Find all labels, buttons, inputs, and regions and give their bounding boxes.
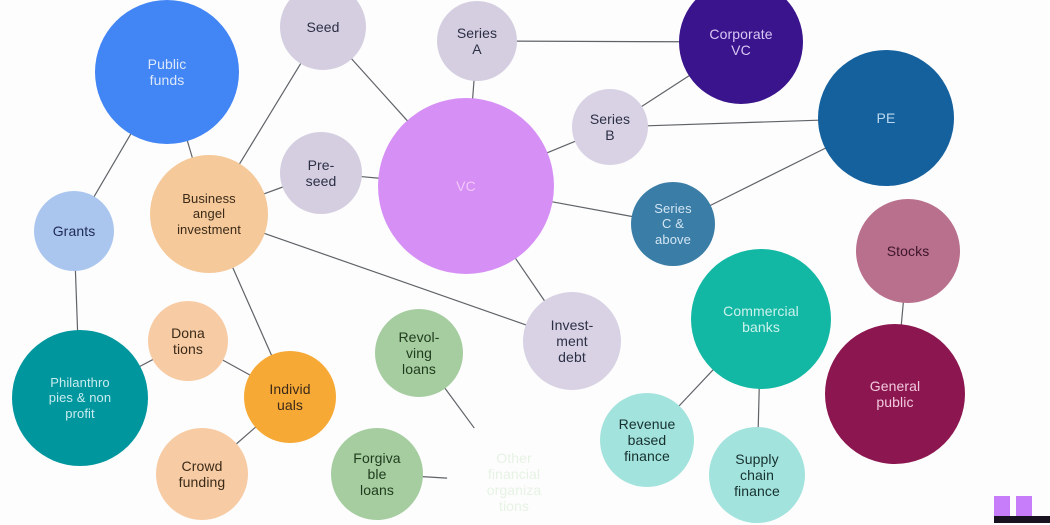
- node-label-vc: VC: [456, 177, 476, 194]
- edge-vc-to-investment-debt: [514, 257, 546, 302]
- node-label-series-a: Series A: [456, 24, 498, 57]
- node-label-forgivable-loans: Forgiva ble loans: [353, 449, 401, 499]
- node-pre-seed[interactable]: Pre- seed: [280, 132, 362, 214]
- edge-individuals-to-crowd-funding: [235, 426, 257, 445]
- edge-commercial-banks-to-supply-chain-finance: [757, 387, 760, 429]
- node-business-angel[interactable]: Business angel investment: [150, 155, 268, 273]
- node-stocks[interactable]: Stocks: [856, 199, 960, 303]
- edge-series-b-to-vc: [546, 140, 576, 154]
- node-label-series-b: Series B: [589, 110, 631, 143]
- node-supply-chain-finance[interactable]: Supply chain finance: [709, 427, 805, 523]
- node-revolving-loans[interactable]: Revol- ving loans: [375, 309, 463, 397]
- edge-series-a-to-corporate-vc: [515, 40, 681, 43]
- logo-bar-right: [1016, 496, 1032, 518]
- node-label-series-c: Series C & above: [654, 201, 692, 247]
- node-forgivable-loans[interactable]: Forgiva ble loans: [331, 428, 423, 520]
- edge-series-b-to-pe: [646, 119, 820, 127]
- node-series-c[interactable]: Series C & above: [631, 182, 715, 266]
- node-label-crowd-funding: Crowd funding: [178, 457, 226, 490]
- node-general-public[interactable]: General public: [825, 324, 965, 464]
- node-vc[interactable]: VC: [378, 98, 554, 274]
- edge-series-a-to-vc: [471, 79, 475, 100]
- node-label-corporate-vc: Corporate VC: [709, 25, 773, 58]
- edge-forgivable-loans-to-other-financial-organizations: [421, 476, 448, 479]
- node-label-pe: PE: [876, 109, 896, 126]
- node-label-other-financial-organizations: Other financial organiza tions: [486, 449, 542, 515]
- node-label-revolving-loans: Revol- ving loans: [398, 328, 440, 378]
- node-investment-debt[interactable]: Invest- ment debt: [523, 292, 621, 390]
- node-label-general-public: General public: [869, 377, 921, 410]
- logo-watermark: [994, 496, 1050, 523]
- edge-pre-seed-to-business-angel: [263, 186, 284, 195]
- node-commercial-banks[interactable]: Commercial banks: [691, 249, 831, 389]
- node-donations[interactable]: Dona tions: [148, 301, 228, 381]
- node-philanthropies[interactable]: Philanthro pies & non profit: [12, 330, 148, 466]
- node-label-business-angel: Business angel investment: [177, 191, 241, 237]
- node-individuals[interactable]: Individ uals: [244, 351, 336, 443]
- edge-stocks-to-general-public: [900, 301, 904, 326]
- node-label-revenue-based-finance: Revenue based finance: [618, 415, 676, 465]
- edge-grants-to-philanthropies: [74, 269, 79, 332]
- node-label-donations: Dona tions: [171, 324, 205, 357]
- node-label-grants: Grants: [52, 222, 96, 239]
- node-label-commercial-banks: Commercial banks: [723, 302, 799, 335]
- edge-revolving-loans-to-other-financial-organizations: [444, 387, 475, 429]
- edge-public-funds-to-business-angel: [186, 139, 194, 159]
- node-seed[interactable]: Seed: [280, 0, 366, 70]
- node-label-individuals: Individ uals: [269, 380, 311, 413]
- logo-bar-left: [994, 496, 1010, 518]
- logo-base: [994, 516, 1050, 523]
- edge-philanthropies-to-donations: [138, 358, 154, 368]
- node-public-funds[interactable]: Public funds: [95, 0, 239, 144]
- edge-public-funds-to-grants: [93, 132, 132, 198]
- node-crowd-funding[interactable]: Crowd funding: [156, 428, 248, 520]
- edge-series-c-to-pe: [709, 147, 827, 207]
- node-corporate-vc[interactable]: Corporate VC: [679, 0, 803, 104]
- node-series-a[interactable]: Series A: [437, 1, 517, 81]
- edge-business-angel-to-individuals: [231, 266, 273, 357]
- node-label-seed: Seed: [306, 18, 340, 35]
- node-label-supply-chain-finance: Supply chain finance: [734, 450, 780, 500]
- edge-pre-seed-to-vc: [360, 175, 380, 179]
- node-label-public-funds: Public funds: [147, 55, 187, 88]
- node-series-b[interactable]: Series B: [572, 89, 648, 165]
- edge-series-b-to-corporate-vc: [640, 74, 691, 108]
- edge-commercial-banks-to-revenue-based-finance: [678, 368, 715, 407]
- edge-donations-to-individuals: [221, 359, 251, 376]
- node-label-philanthropies: Philanthro pies & non profit: [48, 375, 112, 421]
- node-label-investment-debt: Invest- ment debt: [550, 316, 594, 366]
- node-revenue-based-finance[interactable]: Revenue based finance: [600, 393, 694, 487]
- node-pe[interactable]: PE: [818, 50, 954, 186]
- node-grants[interactable]: Grants: [34, 191, 114, 271]
- edge-series-c-to-vc: [551, 201, 633, 218]
- edge-seed-to-vc: [350, 57, 409, 122]
- node-label-stocks: Stocks: [886, 242, 930, 259]
- node-label-pre-seed: Pre- seed: [305, 156, 337, 189]
- node-other-financial-organizations[interactable]: Other financial organiza tions: [446, 414, 582, 525]
